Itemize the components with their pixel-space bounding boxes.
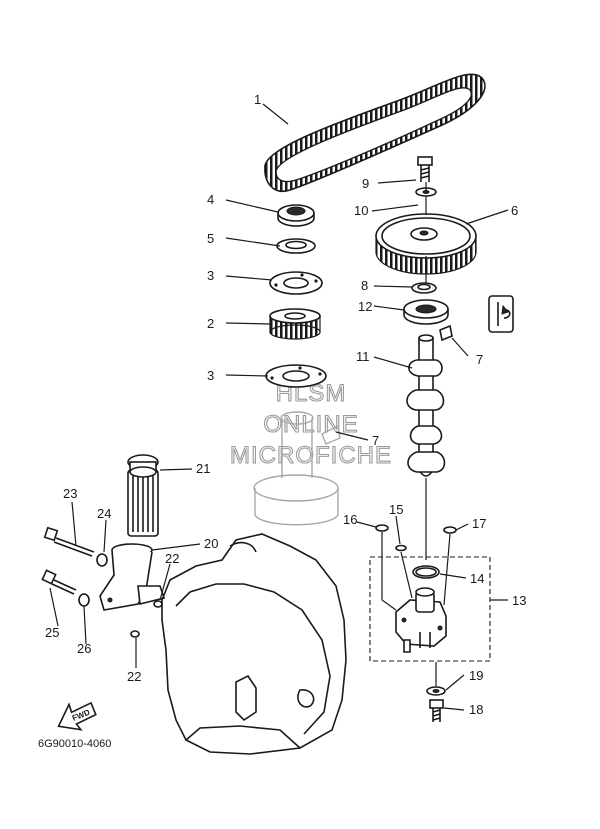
callout-21: 21 [196,461,210,476]
callout-9: 9 [362,176,369,191]
callout-8: 8 [361,278,368,293]
plate-3-lower [265,364,327,388]
bolt-18 [429,699,444,722]
watermark: HLSM ONLINE MICROFICHE [229,379,392,469]
callout-4: 4 [207,192,214,207]
spacer-8 [411,282,437,294]
cam-sprocket [375,213,477,275]
o-ring-22-lower [130,630,140,638]
oil-seal [277,204,315,227]
callout-13: 13 [512,593,526,608]
timing-belt [264,73,486,193]
callout-22-upper: 22 [165,551,179,566]
callout-3-lower: 3 [207,368,214,383]
washer-26 [78,593,90,607]
oil-seal-12 [403,299,449,325]
crank-sprocket [269,308,321,340]
watermark-line-3: MICROFICHE [230,442,392,469]
o-ring-15 [395,544,407,552]
oil-pump [395,587,447,653]
callout-3-upper: 3 [207,268,214,283]
callout-23: 23 [63,486,77,501]
bolt-25 [41,569,77,595]
callout-14: 14 [470,571,484,586]
fwd-arrow: FWD [57,701,97,731]
callout-12: 12 [358,299,372,314]
washer-19 [426,686,446,696]
callout-7-right: 7 [476,352,483,367]
callout-16: 16 [343,512,357,527]
callout-17: 17 [472,516,486,531]
part-code: 6G90010-4060 [38,738,111,750]
crankshaft-ghost [253,411,341,526]
callout-10: 10 [354,203,368,218]
callout-7-center: 7 [372,433,379,448]
washer-24 [96,553,108,567]
pump-group-box [369,556,491,662]
callout-labels: 1 9 4 10 6 5 3 8 12 2 7 11 3 7 21 23 24 … [45,92,526,717]
filter-bracket [99,543,166,611]
callout-11: 11 [356,349,370,364]
plate-3-upper [269,271,323,295]
camshaft [406,334,446,477]
callout-19: 19 [469,668,483,683]
washer-5 [276,238,316,254]
callout-20: 20 [204,536,218,551]
o-ring-22-upper [153,600,163,608]
callout-5: 5 [207,231,214,246]
callout-26: 26 [77,641,91,656]
callout-18: 18 [469,702,483,717]
callout-15: 15 [389,502,403,517]
o-ring-14 [412,565,440,579]
callout-24: 24 [97,506,111,521]
key-7 [439,324,453,342]
leader-lines [49,103,509,711]
callout-22-lower: 22 [127,669,141,684]
callout-2: 2 [207,316,214,331]
callout-6: 6 [511,203,518,218]
bolt-23 [43,526,95,557]
oil-filter [127,454,159,537]
callout-1: 1 [254,92,261,107]
engine-block-ghost [161,533,347,755]
o-ring-17 [443,526,457,534]
callout-25: 25 [45,625,59,640]
o-ring-16 [375,524,389,532]
seal-detail-inset [488,295,514,333]
bolt-9 [417,156,433,182]
